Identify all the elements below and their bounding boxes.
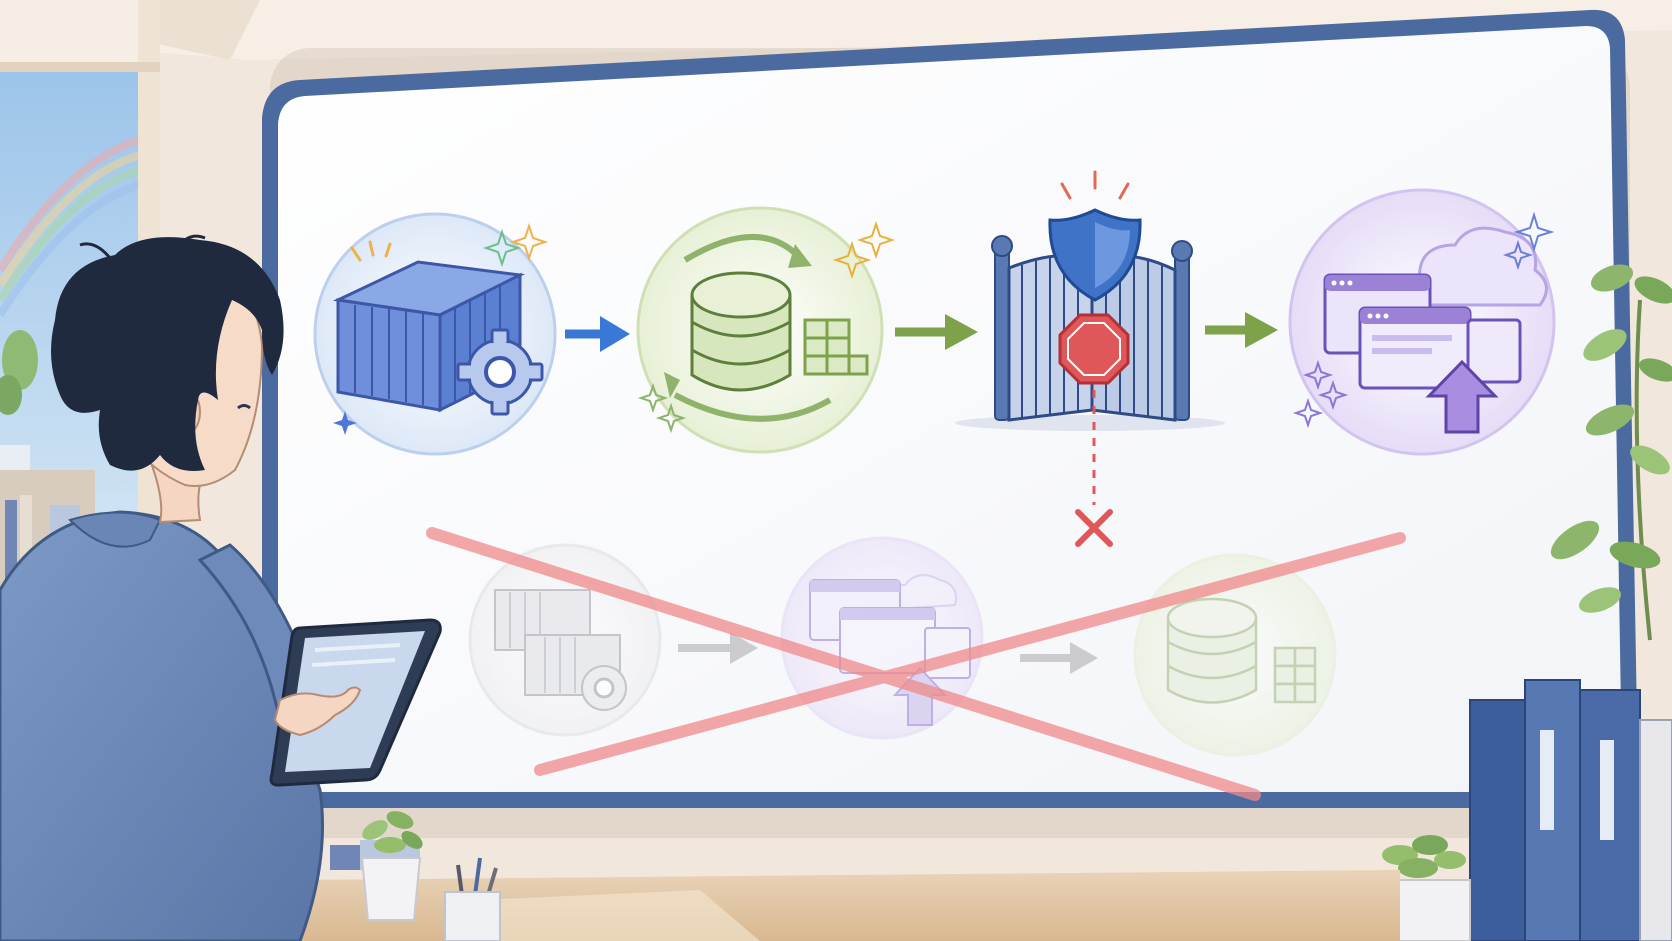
plant — [1550, 264, 1672, 641]
sparkle-icon — [856, 220, 896, 260]
stop-sign-icon — [1058, 313, 1130, 385]
database-sync-step-faded — [1133, 553, 1337, 757]
container-build-step — [313, 212, 557, 456]
web-deploy-step-faded — [780, 536, 984, 740]
cloud-icon — [1417, 226, 1548, 307]
table-grid-icon — [803, 318, 869, 376]
shield-icon — [1048, 208, 1142, 302]
sparkle-icon — [509, 222, 549, 262]
browser-window-icon — [1358, 306, 1472, 390]
browser-window-icon — [1466, 318, 1522, 384]
sparkle-icon — [655, 402, 687, 434]
upload-arrow-icon — [1425, 359, 1499, 434]
sparkle-icon — [1317, 379, 1349, 411]
blocked-x-icon — [1075, 509, 1113, 547]
sparkle-icon — [333, 411, 357, 435]
database-icon — [1166, 597, 1258, 704]
sparkle-icon — [1292, 397, 1324, 429]
sync-arrow-icon — [673, 392, 832, 422]
pen-cup — [444, 857, 501, 941]
desk-plant — [360, 811, 423, 921]
database-sync-step — [636, 206, 896, 454]
binders — [1469, 679, 1672, 941]
sparkle-icon — [1502, 239, 1534, 271]
plant-pot — [1369, 835, 1471, 941]
person — [0, 234, 442, 941]
web-deploy-step — [1288, 188, 1556, 456]
flow-arrow — [1205, 312, 1278, 348]
cross-out-mark — [426, 527, 1406, 801]
security-gate-step — [955, 170, 1225, 547]
sparkle-icon — [637, 382, 669, 414]
sparkle-icon — [1302, 359, 1334, 391]
database-icon — [690, 271, 792, 392]
sparkle-icon — [1513, 211, 1555, 253]
rejected-pipeline — [468, 536, 1337, 757]
gate-icon — [991, 235, 1193, 422]
flow-arrow — [565, 316, 630, 352]
sparkle-icon — [832, 240, 872, 280]
flow-arrow — [1020, 642, 1098, 674]
sparkle-lines — [350, 240, 392, 262]
alert-lines — [1060, 170, 1130, 200]
flow-arrow — [678, 632, 758, 664]
gear-icon — [456, 328, 544, 416]
flow-arrow — [895, 314, 978, 350]
sparkle-icon — [482, 228, 522, 268]
sync-arrow-icon — [683, 234, 803, 263]
table-grid-icon — [1273, 646, 1317, 704]
tablet-device — [269, 618, 442, 787]
desk — [300, 840, 1400, 941]
